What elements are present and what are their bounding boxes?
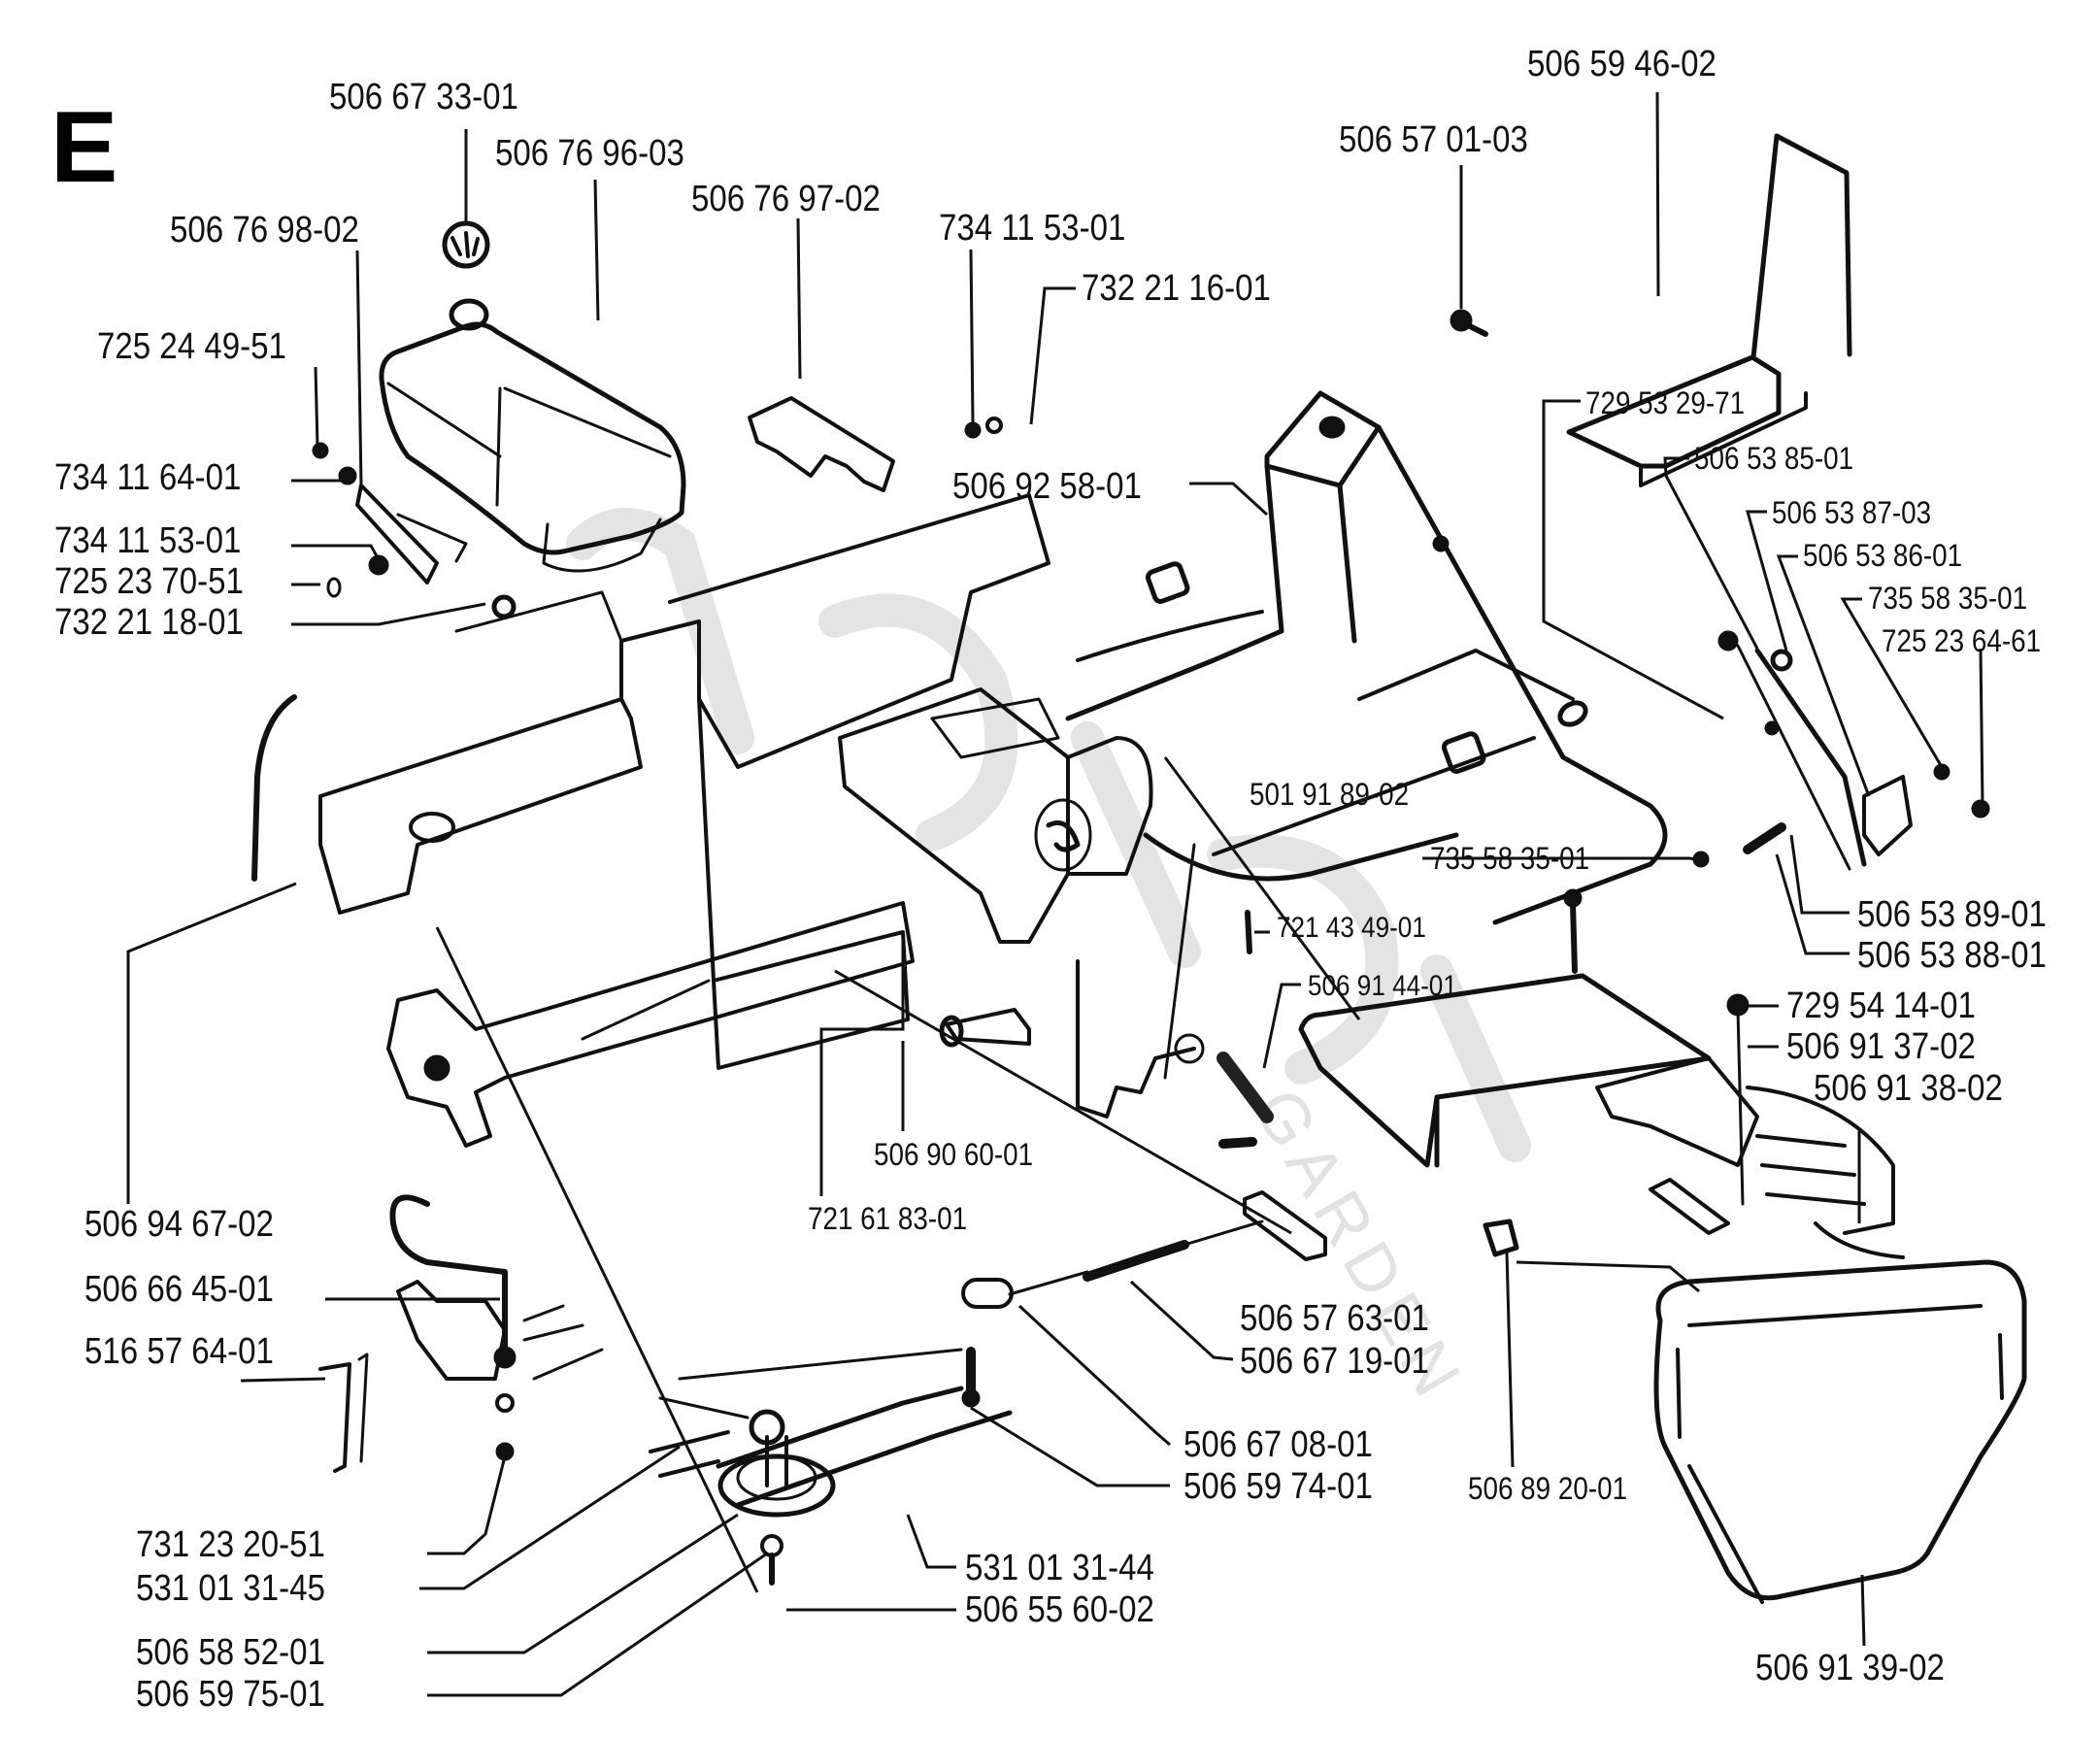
part-label[interactable]: 506 66 45-01: [84, 1269, 274, 1310]
part-label[interactable]: 732 21 18-01: [54, 602, 244, 643]
part-label[interactable]: 721 61 83-01: [808, 1201, 968, 1236]
part-label[interactable]: 506 58 52-01: [136, 1632, 325, 1673]
pulley-part: [649, 1348, 1013, 1586]
part-label[interactable]: 506 53 85-01: [1694, 441, 1854, 476]
part-label[interactable]: 506 57 01-03: [1339, 119, 1528, 160]
part-label[interactable]: 506 55 60-02: [965, 1589, 1154, 1630]
part-label[interactable]: 506 91 39-02: [1755, 1648, 1945, 1688]
clip-part: [1483, 1219, 1519, 1257]
part-label[interactable]: 501 91 89-02: [1250, 777, 1410, 812]
handle-rod-part: [318, 1194, 604, 1473]
part-label[interactable]: 506 53 88-01: [1857, 935, 2047, 976]
part-label[interactable]: 735 58 35-01: [1868, 581, 2028, 616]
part-label[interactable]: 531 01 31-45: [136, 1568, 325, 1609]
part-label[interactable]: 506 76 96-03: [495, 133, 684, 174]
part-label[interactable]: 506 91 38-02: [1814, 1068, 2003, 1109]
leader-lines: [126, 91, 1984, 1697]
part-label[interactable]: 506 59 46-02: [1527, 44, 1717, 84]
watermark-logo: [566, 508, 1531, 1162]
part-label[interactable]: 734 11 53-01: [939, 208, 1126, 249]
part-label[interactable]: 506 89 20-01: [1468, 1471, 1628, 1506]
part-label[interactable]: 506 67 08-01: [1183, 1424, 1373, 1465]
part-label[interactable]: 506 76 98-02: [170, 210, 359, 251]
part-label[interactable]: 506 59 75-01: [136, 1674, 325, 1715]
part-label[interactable]: 506 92 58-01: [952, 466, 1142, 507]
part-label[interactable]: 735 58 35-01: [1430, 841, 1590, 876]
seat-bracket-part: [838, 687, 1153, 944]
part-label[interactable]: 531 01 31-44: [965, 1548, 1154, 1588]
tank-bracket-part: [748, 396, 1003, 492]
part-label[interactable]: 506 59 74-01: [1183, 1466, 1373, 1507]
tank-strap-part: [312, 442, 517, 619]
part-label[interactable]: 506 53 86-01: [1803, 538, 1963, 573]
part-label[interactable]: 506 91 37-02: [1786, 1026, 1976, 1067]
part-label[interactable]: 725 23 70-51: [54, 561, 244, 602]
tension-linkage-part: [961, 1190, 1327, 1408]
part-label[interactable]: 506 90 60-01: [874, 1137, 1034, 1172]
part-label[interactable]: 506 57 63-01: [1240, 1298, 1429, 1339]
part-label[interactable]: 734 11 64-01: [54, 457, 242, 498]
part-label[interactable]: 721 43 49-01: [1277, 912, 1426, 944]
part-label[interactable]: 506 53 87-03: [1772, 495, 1932, 530]
hose-part: [251, 694, 297, 882]
pivot-part: [1076, 843, 1274, 1123]
part-label[interactable]: 729 54 14-01: [1786, 985, 1976, 1026]
part-label[interactable]: 506 53 89-01: [1857, 894, 2047, 935]
front-grille-part: [1653, 1259, 2027, 1604]
fuel-cap-part: [442, 220, 490, 269]
footrest-part: [1450, 133, 1852, 487]
part-label[interactable]: 731 23 20-51: [136, 1524, 325, 1565]
fuel-tank-part: [379, 298, 686, 573]
lever-assembly-part: [1692, 630, 1990, 871]
section-letter: E: [50, 91, 118, 204]
part-label[interactable]: 734 11 53-01: [54, 520, 242, 561]
part-label[interactable]: 506 91 44-01: [1308, 970, 1457, 1002]
part-label[interactable]: 725 24 49-51: [97, 326, 286, 367]
part-label[interactable]: 506 76 97-02: [691, 179, 881, 219]
part-label[interactable]: 506 67 33-01: [329, 77, 518, 117]
rear-frame-part: [1065, 390, 1668, 925]
part-label[interactable]: 725 23 64-61: [1882, 623, 2042, 658]
part-label[interactable]: 516 57 64-01: [84, 1331, 274, 1372]
part-label[interactable]: 506 67 19-01: [1240, 1341, 1429, 1382]
cover-part: [1298, 973, 1905, 1259]
part-label[interactable]: 729 53 29-71: [1585, 385, 1746, 420]
part-label[interactable]: 506 94 67-02: [84, 1204, 274, 1245]
part-label[interactable]: 732 21 16-01: [1082, 268, 1271, 309]
